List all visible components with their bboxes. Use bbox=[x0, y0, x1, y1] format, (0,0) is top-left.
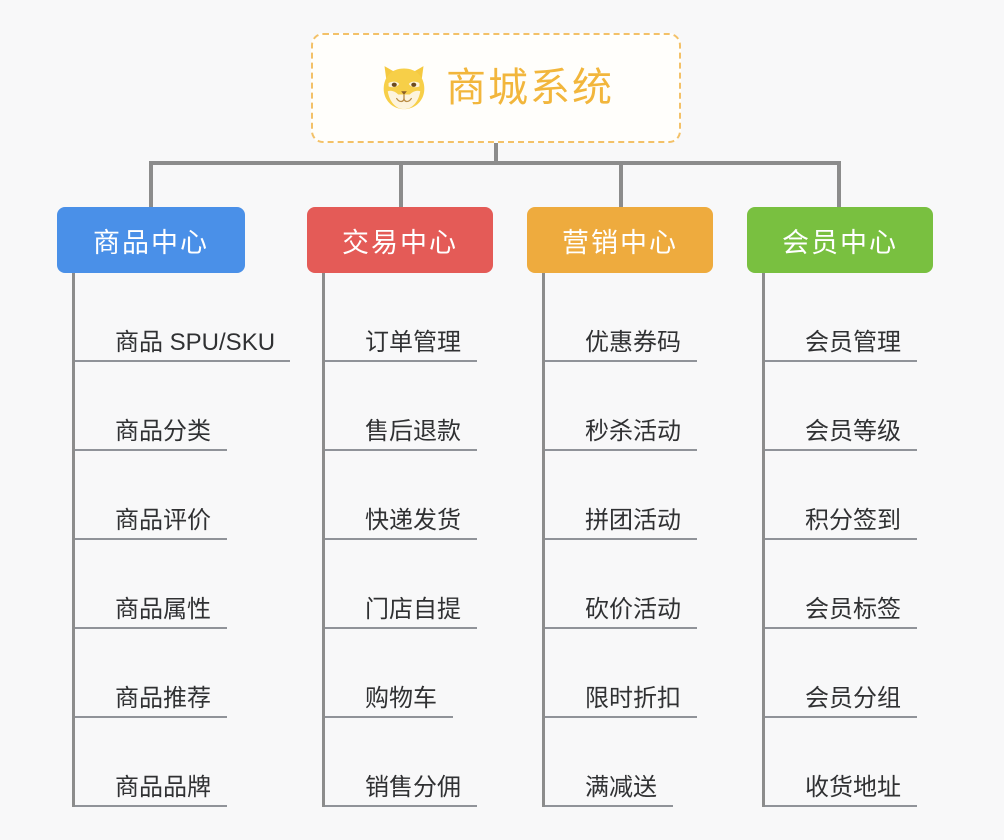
leaf-label: 秒杀活动 bbox=[585, 417, 681, 445]
leaf-item[interactable]: 收货地址 bbox=[765, 718, 992, 807]
leaf-item[interactable]: 会员管理 bbox=[765, 273, 992, 362]
leaf-item[interactable]: 积分签到 bbox=[765, 451, 992, 540]
leaf-underline bbox=[325, 716, 453, 718]
leaf-list-2: 优惠券码 秒杀活动 拼团活动 砍价活动 限时折扣 满减送 bbox=[542, 273, 772, 807]
leaf-label: 满减送 bbox=[585, 773, 657, 801]
leaf-underline bbox=[545, 449, 697, 451]
leaf-item[interactable]: 砍价活动 bbox=[545, 540, 772, 629]
leaf-label: 优惠券码 bbox=[585, 328, 681, 356]
branch-header-2[interactable]: 营销中心 bbox=[527, 207, 713, 273]
connector-drop-branch-3 bbox=[837, 161, 841, 209]
leaf-item[interactable]: 商品推荐 bbox=[75, 629, 302, 718]
leaf-item[interactable]: 商品属性 bbox=[75, 540, 302, 629]
leaf-item[interactable]: 销售分佣 bbox=[325, 718, 552, 807]
leaf-underline bbox=[545, 627, 697, 629]
leaf-item[interactable]: 会员分组 bbox=[765, 629, 992, 718]
connector-drop-branch-2 bbox=[619, 161, 623, 209]
leaf-label: 商品品牌 bbox=[115, 773, 211, 801]
leaf-label: 商品属性 bbox=[115, 595, 211, 623]
branch-header-label-1: 交易中心 bbox=[342, 227, 458, 258]
leaf-item[interactable]: 拼团活动 bbox=[545, 451, 772, 540]
leaf-item[interactable]: 商品 SPU/SKU bbox=[75, 273, 302, 362]
leaf-item[interactable]: 秒杀活动 bbox=[545, 362, 772, 451]
leaf-label: 限时折扣 bbox=[585, 684, 681, 712]
leaf-label: 商品评价 bbox=[115, 506, 211, 534]
branch-column-1: 交易中心 订单管理 售后退款 快递发货 门店自提 购物车 bbox=[307, 207, 552, 807]
leaf-label: 商品推荐 bbox=[115, 684, 211, 712]
leaf-item[interactable]: 订单管理 bbox=[325, 273, 552, 362]
leaf-list-3: 会员管理 会员等级 积分签到 会员标签 会员分组 收货地址 bbox=[762, 273, 992, 807]
branch-column-2: 营销中心 优惠券码 秒杀活动 拼团活动 砍价活动 限时折扣 bbox=[527, 207, 772, 807]
leaf-item[interactable]: 购物车 bbox=[325, 629, 552, 718]
leaf-label: 售后退款 bbox=[365, 417, 461, 445]
leaf-label: 购物车 bbox=[365, 684, 437, 712]
leaf-underline bbox=[325, 538, 477, 540]
leaf-label: 销售分佣 bbox=[365, 773, 461, 801]
leaf-underline bbox=[75, 360, 290, 362]
leaf-underline bbox=[325, 627, 477, 629]
branch-header-0[interactable]: 商品中心 bbox=[57, 207, 245, 273]
leaf-item[interactable]: 商品评价 bbox=[75, 451, 302, 540]
connector-root-stem bbox=[494, 143, 498, 163]
leaf-label: 会员管理 bbox=[805, 328, 901, 356]
leaf-label: 积分签到 bbox=[805, 506, 901, 534]
leaf-underline bbox=[325, 360, 477, 362]
leaf-underline bbox=[765, 716, 917, 718]
connector-drop-branch-0 bbox=[149, 161, 153, 209]
branch-header-label-3: 会员中心 bbox=[782, 227, 898, 258]
leaf-item[interactable]: 商品品牌 bbox=[75, 718, 302, 807]
leaf-label: 收货地址 bbox=[805, 773, 901, 801]
branch-header-3[interactable]: 会员中心 bbox=[747, 207, 933, 273]
leaf-underline bbox=[765, 627, 917, 629]
branch-column-0: 商品中心 商品 SPU/SKU 商品分类 商品评价 商品属性 商品推荐 bbox=[57, 207, 302, 807]
branch-header-label-0: 商品中心 bbox=[93, 227, 209, 258]
connector-drop-branch-1 bbox=[399, 161, 403, 209]
leaf-label: 会员标签 bbox=[805, 595, 901, 623]
leaf-underline bbox=[765, 360, 917, 362]
leaf-item[interactable]: 快递发货 bbox=[325, 451, 552, 540]
connector-horizontal-bus bbox=[150, 161, 840, 165]
leaf-item[interactable]: 门店自提 bbox=[325, 540, 552, 629]
leaf-item[interactable]: 限时折扣 bbox=[545, 629, 772, 718]
leaf-underline bbox=[545, 538, 697, 540]
leaf-underline bbox=[545, 805, 673, 807]
leaf-label: 拼团活动 bbox=[585, 506, 681, 534]
leaf-label: 商品 SPU/SKU bbox=[115, 328, 276, 356]
leaf-item[interactable]: 优惠券码 bbox=[545, 273, 772, 362]
leaf-underline bbox=[325, 449, 477, 451]
leaf-underline bbox=[75, 627, 227, 629]
leaf-item[interactable]: 商品分类 bbox=[75, 362, 302, 451]
leaf-underline bbox=[75, 449, 227, 451]
leaf-underline bbox=[325, 805, 477, 807]
leaf-underline bbox=[765, 805, 917, 807]
leaf-label: 会员分组 bbox=[805, 684, 901, 712]
leaf-label: 快递发货 bbox=[365, 506, 461, 534]
leaf-underline bbox=[75, 805, 227, 807]
leaf-label: 商品分类 bbox=[115, 417, 211, 445]
branch-header-label-2: 营销中心 bbox=[562, 227, 678, 258]
leaf-item[interactable]: 会员等级 bbox=[765, 362, 992, 451]
branch-column-3: 会员中心 会员管理 会员等级 积分签到 会员标签 会员分组 bbox=[747, 207, 992, 807]
leaf-underline bbox=[75, 538, 227, 540]
leaf-item[interactable]: 售后退款 bbox=[325, 362, 552, 451]
branch-header-1[interactable]: 交易中心 bbox=[307, 207, 493, 273]
leaf-underline bbox=[765, 538, 917, 540]
leaf-label: 订单管理 bbox=[365, 328, 461, 356]
leaf-item[interactable]: 满减送 bbox=[545, 718, 772, 807]
leaf-underline bbox=[545, 716, 697, 718]
shiba-dog-face-icon bbox=[383, 66, 425, 110]
leaf-label: 会员等级 bbox=[805, 417, 901, 445]
leaf-underline bbox=[765, 449, 917, 451]
root-node[interactable]: 商城系统 bbox=[311, 33, 681, 143]
leaf-label: 砍价活动 bbox=[585, 595, 681, 623]
leaf-list-0: 商品 SPU/SKU 商品分类 商品评价 商品属性 商品推荐 商品品牌 bbox=[72, 273, 302, 807]
root-title: 商城系统 bbox=[446, 66, 614, 110]
leaf-underline bbox=[545, 360, 697, 362]
leaf-list-1: 订单管理 售后退款 快递发货 门店自提 购物车 销售分佣 bbox=[322, 273, 552, 807]
leaf-item[interactable]: 会员标签 bbox=[765, 540, 992, 629]
leaf-label: 门店自提 bbox=[365, 595, 461, 623]
leaf-underline bbox=[75, 716, 227, 718]
